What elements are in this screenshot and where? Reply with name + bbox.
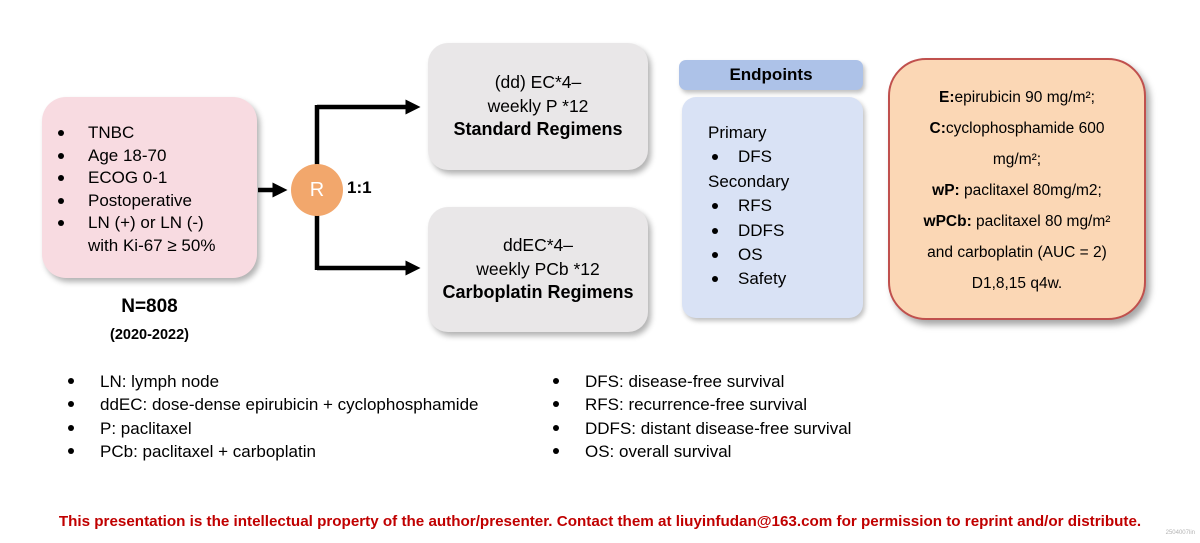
- dose-text: paclitaxel 80mg/m2;: [959, 182, 1102, 199]
- dose-line: wPCb: paclitaxel 80 mg/m²: [890, 206, 1144, 237]
- dose-line: wP: paclitaxel 80mg/m2;: [890, 175, 1144, 206]
- dose-definition-box: E:epirubicin 90 mg/m²; C:cyclophosphamid…: [888, 58, 1146, 320]
- dose-line: mg/m²;: [890, 144, 1144, 175]
- dose-line: D1,8,15 q4w.: [890, 268, 1144, 299]
- abbreviations-left: LN: lymph node ddEC: dose-dense epirubic…: [55, 370, 478, 464]
- arm-regimen-line: (dd) EC*4–: [494, 72, 582, 93]
- abbreviation-list: DFS: disease-free survival RFS: recurren…: [540, 370, 851, 464]
- eligibility-box: TNBC Age 18-70 ECOG 0-1 Postoperative LN…: [42, 97, 257, 278]
- dose-text: and carboplatin (AUC = 2): [927, 244, 1107, 261]
- eligibility-item: Postoperative: [42, 190, 253, 213]
- arm-regimen-line: weekly PCb *12: [476, 258, 600, 279]
- sample-size-label: N=808: [121, 296, 178, 317]
- abbreviation-item: ddEC: dose-dense epirubicin + cyclophosp…: [55, 393, 478, 416]
- enrollment-years-label: (2020-2022): [110, 327, 189, 343]
- dose-text: cyclophosphamide 600: [945, 120, 1105, 137]
- copyright-notice: This presentation is the intellectual pr…: [58, 513, 1142, 530]
- arm-standard-box: (dd) EC*4– weekly P *12 Standard Regimen…: [428, 43, 648, 170]
- dose-line: E:epirubicin 90 mg/m²;: [890, 82, 1144, 113]
- dose-text: D1,8,15 q4w.: [971, 275, 1063, 292]
- abbreviation-list: LN: lymph node ddEC: dose-dense epirubic…: [55, 370, 478, 464]
- watermark-id: 2504007lin: [1165, 530, 1195, 536]
- endpoint-item: RFS: [682, 194, 863, 218]
- eligibility-item: Age 18-70: [42, 145, 253, 168]
- dose-abbrev: C:: [929, 120, 946, 137]
- abbreviation-item: P: paclitaxel: [55, 417, 478, 440]
- endpoints-secondary-list: RFS DDFS OS Safety: [682, 194, 863, 292]
- abbreviation-item: DFS: disease-free survival: [540, 370, 851, 393]
- dose-line: C:cyclophosphamide 600: [890, 113, 1144, 144]
- randomization-ratio-label: 1:1: [347, 178, 372, 197]
- dose-text: mg/m²;: [992, 151, 1042, 168]
- abbreviation-item: PCb: paclitaxel + carboplatin: [55, 440, 478, 463]
- endpoints-box: Primary DFS Secondary RFS DDFS OS Safety: [682, 97, 863, 318]
- endpoints-primary-label: Primary: [708, 123, 767, 142]
- endpoint-item: DFS: [682, 145, 863, 169]
- eligibility-item: LN (+) or LN (-): [42, 212, 253, 235]
- abbreviations-right: DFS: disease-free survival RFS: recurren…: [540, 370, 851, 464]
- dose-abbrev: wP:: [932, 182, 960, 199]
- arm-regimen-line: ddEC*4–: [502, 235, 574, 256]
- endpoint-item: Safety: [682, 267, 863, 291]
- dose-text: paclitaxel 80 mg/m²: [971, 213, 1111, 230]
- dose-line: and carboplatin (AUC = 2): [890, 237, 1144, 268]
- endpoint-item: DDFS: [682, 219, 863, 243]
- arm-title: Carboplatin Regimens: [442, 282, 634, 303]
- endpoints-header: Endpoints: [679, 60, 863, 90]
- endpoints-primary-list: DFS: [682, 145, 863, 169]
- endpoint-item: OS: [682, 243, 863, 267]
- dose-abbrev: wPCb:: [923, 213, 972, 230]
- dose-text: epirubicin 90 mg/m²;: [954, 89, 1095, 106]
- abbreviation-item: DDFS: distant disease-free survival: [540, 417, 851, 440]
- eligibility-item: ECOG 0-1: [42, 167, 253, 190]
- abbreviation-item: OS: overall survival: [540, 440, 851, 463]
- arm-title: Standard Regimens: [453, 119, 623, 140]
- eligibility-item-continuation: with Ki-67 ≥ 50%: [88, 235, 216, 255]
- abbreviation-item: RFS: recurrence-free survival: [540, 393, 851, 416]
- dose-abbrev: E:: [939, 89, 955, 106]
- randomization-node: R: [291, 164, 343, 216]
- abbreviation-item: LN: lymph node: [55, 370, 478, 393]
- eligibility-list: TNBC Age 18-70 ECOG 0-1 Postoperative LN…: [42, 97, 257, 258]
- endpoints-secondary-label: Secondary: [708, 171, 790, 191]
- arm-regimen-line: weekly P *12: [487, 95, 589, 116]
- eligibility-item: TNBC: [42, 122, 253, 145]
- arm-carboplatin-box: ddEC*4– weekly PCb *12 Carboplatin Regim…: [428, 207, 648, 332]
